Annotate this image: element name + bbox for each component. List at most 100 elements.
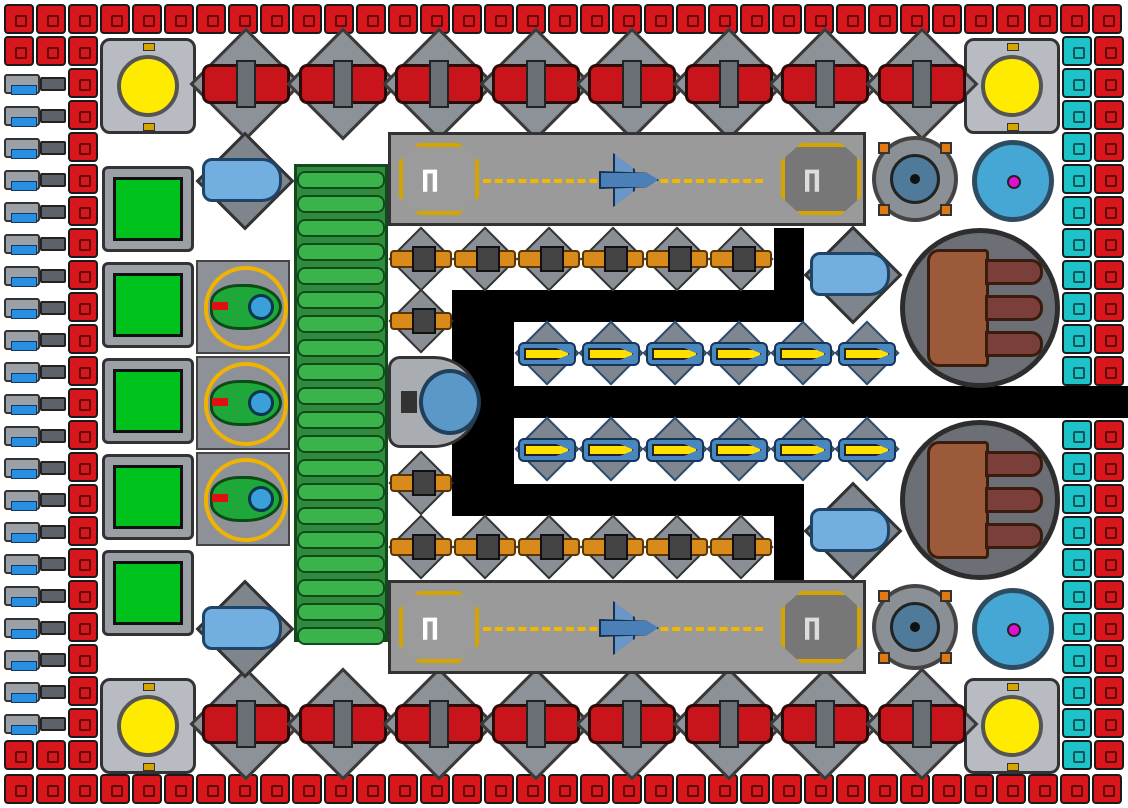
orange-turret-icon[interactable] bbox=[452, 226, 518, 292]
missile-turret-icon[interactable] bbox=[514, 416, 580, 482]
thruster-body bbox=[4, 458, 40, 479]
shield-core bbox=[1007, 623, 1021, 637]
red-gun-icon[interactable] bbox=[575, 667, 689, 781]
drone-icon[interactable] bbox=[196, 452, 290, 546]
storage-bay-icon[interactable] bbox=[102, 166, 194, 252]
armor-block-icon bbox=[100, 4, 130, 34]
armor-block-icon bbox=[1062, 324, 1092, 354]
reactor-core-icon[interactable] bbox=[964, 678, 1060, 774]
shield-generator-icon[interactable] bbox=[972, 140, 1054, 222]
orange-turret-icon[interactable] bbox=[388, 450, 454, 516]
red-gun-icon[interactable] bbox=[864, 27, 979, 141]
gun-mount bbox=[429, 700, 449, 748]
reactor-core-icon[interactable] bbox=[100, 38, 196, 134]
missile-turret-icon[interactable] bbox=[834, 320, 900, 386]
shield-generator-icon[interactable] bbox=[972, 588, 1054, 670]
red-gun-icon[interactable] bbox=[285, 667, 400, 781]
armor-block-icon bbox=[1094, 580, 1124, 610]
orange-turret-icon[interactable] bbox=[708, 514, 774, 580]
drone-icon[interactable] bbox=[196, 260, 290, 354]
orange-turret-icon[interactable] bbox=[388, 514, 454, 580]
missile-turret-icon[interactable] bbox=[642, 416, 708, 482]
storage-bay-icon[interactable] bbox=[102, 262, 194, 348]
armor-block-icon bbox=[452, 774, 482, 804]
drone-icon[interactable] bbox=[196, 356, 290, 450]
red-gun-icon[interactable] bbox=[189, 27, 303, 141]
armor-block-icon bbox=[68, 164, 98, 194]
orange-turret-icon[interactable] bbox=[644, 226, 710, 292]
missile-turret-icon[interactable] bbox=[642, 320, 708, 386]
gyroscope-icon[interactable] bbox=[872, 584, 958, 670]
red-gun-icon[interactable] bbox=[864, 667, 979, 781]
armor-block-icon bbox=[1094, 740, 1124, 770]
engine-icon[interactable] bbox=[195, 131, 295, 231]
orange-turret-icon[interactable] bbox=[708, 226, 774, 292]
armor-block-icon bbox=[68, 100, 98, 130]
storage-bay-icon[interactable] bbox=[102, 550, 194, 636]
gun-mount bbox=[911, 60, 932, 108]
storage-bay-icon[interactable] bbox=[102, 454, 194, 540]
red-gun-icon[interactable] bbox=[768, 667, 882, 781]
orange-turret-icon[interactable] bbox=[516, 514, 582, 580]
red-gun-icon[interactable] bbox=[478, 27, 593, 141]
armor-block-icon bbox=[964, 4, 994, 34]
thruster-icon bbox=[2, 614, 68, 642]
thruster-body bbox=[4, 266, 40, 287]
orange-turret-icon[interactable] bbox=[644, 514, 710, 580]
missile-turret-icon[interactable] bbox=[770, 320, 836, 386]
missile-turret-icon[interactable] bbox=[706, 320, 772, 386]
armor-block-icon bbox=[260, 4, 290, 34]
thruster-body bbox=[4, 234, 40, 255]
orange-turret-icon[interactable] bbox=[388, 288, 454, 354]
cannon-icon[interactable] bbox=[900, 228, 1060, 388]
armor-block-icon bbox=[132, 774, 162, 804]
fighter-icon[interactable] bbox=[599, 153, 665, 207]
engine-icon[interactable] bbox=[803, 225, 903, 325]
red-gun-icon[interactable] bbox=[285, 27, 400, 141]
red-gun-icon[interactable] bbox=[189, 667, 303, 781]
storage-bay-icon[interactable] bbox=[102, 358, 194, 444]
armor-block-icon bbox=[1062, 356, 1092, 386]
thruster-icon bbox=[2, 166, 68, 194]
armor-block-icon bbox=[1028, 4, 1058, 34]
armor-block-icon bbox=[1062, 228, 1092, 258]
red-gun-icon[interactable] bbox=[575, 27, 689, 141]
cannon-icon[interactable] bbox=[900, 420, 1060, 580]
orange-turret-icon[interactable] bbox=[452, 514, 518, 580]
orange-turret-icon[interactable] bbox=[580, 514, 646, 580]
red-gun-icon[interactable] bbox=[382, 667, 496, 781]
gyroscope-icon[interactable] bbox=[872, 136, 958, 222]
reactor-core-icon[interactable] bbox=[964, 38, 1060, 134]
thruster-body bbox=[4, 586, 40, 607]
missile-turret-icon[interactable] bbox=[834, 416, 900, 482]
gun-mount bbox=[332, 700, 353, 748]
red-gun-icon[interactable] bbox=[478, 667, 593, 781]
missile-icon bbox=[652, 348, 698, 360]
orange-turret-icon[interactable] bbox=[580, 226, 646, 292]
fighter-icon[interactable] bbox=[599, 601, 665, 655]
orange-turret-icon[interactable] bbox=[516, 226, 582, 292]
bridge-icon[interactable] bbox=[388, 356, 481, 448]
red-gun-icon[interactable] bbox=[768, 27, 882, 141]
armor-block-icon bbox=[4, 36, 34, 66]
red-gun-icon[interactable] bbox=[382, 27, 496, 141]
red-gun-icon[interactable] bbox=[671, 27, 786, 141]
missile-turret-icon[interactable] bbox=[706, 416, 772, 482]
red-gun-icon[interactable] bbox=[671, 667, 786, 781]
hangar-bottom[interactable]: П П bbox=[388, 580, 866, 674]
hangar-top[interactable]: П П bbox=[388, 132, 866, 226]
engine-cylinder bbox=[810, 252, 890, 296]
engine-icon[interactable] bbox=[195, 579, 295, 679]
missile-turret-icon[interactable] bbox=[770, 416, 836, 482]
thruster-nozzle bbox=[40, 397, 66, 411]
drone-light bbox=[212, 494, 228, 502]
reactor-core-icon[interactable] bbox=[100, 678, 196, 774]
missile-turret-icon[interactable] bbox=[578, 320, 644, 386]
missile-turret-icon[interactable] bbox=[514, 320, 580, 386]
missile-turret-icon[interactable] bbox=[578, 416, 644, 482]
armor-block-icon bbox=[36, 4, 66, 34]
orange-turret-icon[interactable] bbox=[388, 226, 454, 292]
armor-block-icon bbox=[1094, 516, 1124, 546]
engine-icon[interactable] bbox=[803, 481, 903, 581]
drone-light bbox=[212, 302, 228, 310]
